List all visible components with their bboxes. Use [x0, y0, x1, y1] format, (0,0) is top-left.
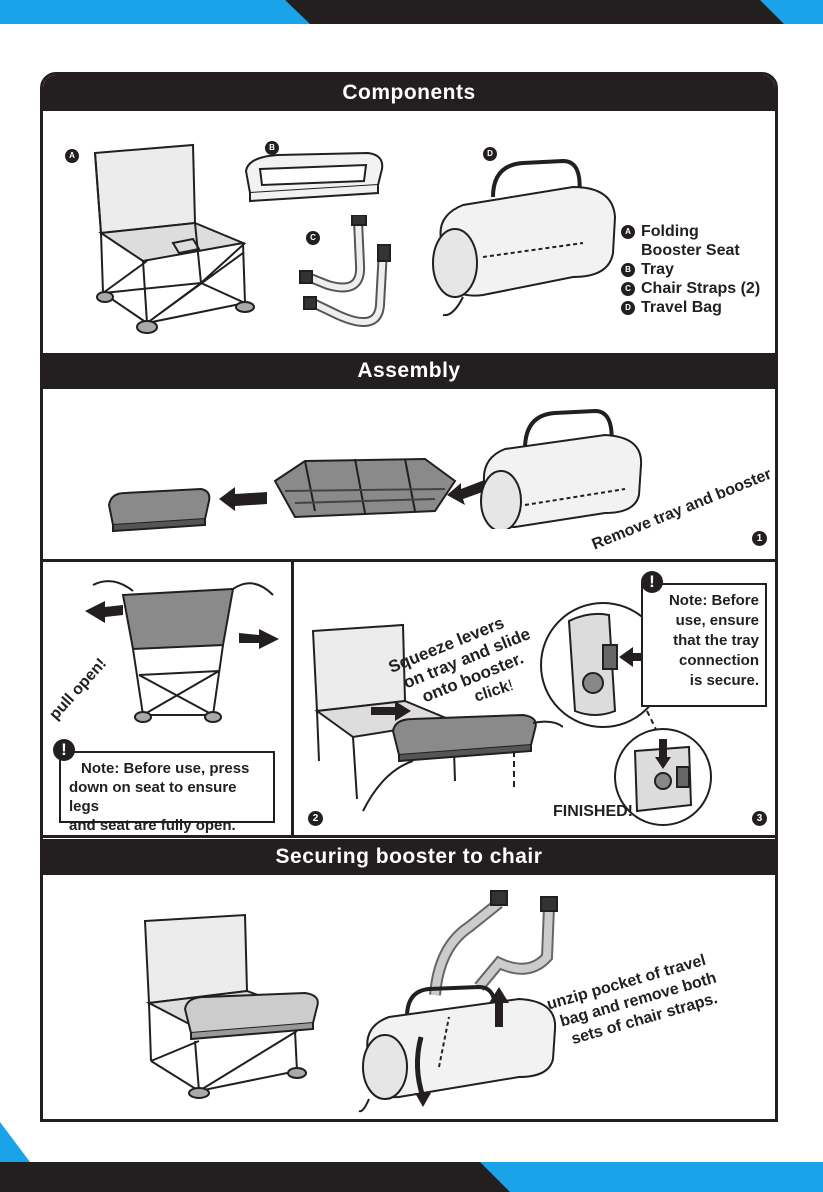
note-tray-line-2: use, ensure: [675, 612, 759, 629]
arrow-up-icon: [489, 987, 509, 1027]
instruction-frame: Components A B C D: [40, 72, 778, 1122]
warning-icon: !: [641, 571, 663, 593]
legend-text-c: Chair Straps (2): [641, 280, 761, 297]
top-banner-shape: [0, 0, 823, 24]
finished-text: FINISHED!: [553, 803, 633, 820]
dashed-guide: [513, 751, 515, 791]
travel-bag-illustration: [432, 158, 617, 317]
label-c: C: [306, 231, 320, 245]
tray-connection-detail: [540, 602, 712, 826]
legend-badge-a: A: [621, 225, 635, 239]
chair-straps-illustration: [299, 215, 391, 328]
securing-header: Securing booster to chair: [43, 839, 775, 875]
note-tray-label: Note: [668, 592, 703, 609]
legend-item-a: A Folding: [621, 222, 760, 241]
arrow-down-icon: [415, 1036, 426, 1098]
arrow-left-icon: [85, 601, 123, 623]
legend-item-d: D Travel Bag: [621, 298, 760, 317]
folded-booster-illustration: [273, 457, 457, 519]
note-tray-line-1: Note: Before: [649, 591, 759, 611]
legend-text-d: Travel Bag: [641, 299, 722, 316]
assembly-header: Assembly: [43, 353, 775, 389]
note-legs-line-2: down on seat to ensure legs: [69, 779, 237, 815]
tray-step1-illustration: [107, 487, 211, 533]
arrow-down-head: [415, 1093, 431, 1107]
note-tray-line-1-text: : Before: [702, 592, 759, 609]
note-tray-line-3: that the tray: [673, 632, 759, 649]
note-tray-line-4: connection: [678, 652, 759, 669]
label-b: B: [265, 141, 279, 155]
components-header: Components: [43, 75, 775, 111]
arrow-left-icon: [447, 479, 491, 505]
legend-text-b: Tray: [641, 261, 674, 278]
legend-badge-c: C: [621, 282, 635, 296]
arrow-right-icon: [239, 629, 279, 649]
step2-number: 2: [308, 811, 323, 826]
note-legs-box: Note: Before use, press down on seat to …: [59, 751, 275, 834]
legend-badge-b: B: [621, 263, 635, 277]
booster-seat-illustration: [93, 143, 255, 334]
note-legs-line-1: Note: Before use, press: [81, 760, 250, 777]
assembly-divider-top: [43, 559, 775, 562]
legend-item-b: B Tray: [621, 260, 760, 279]
legend-text-a2: Booster Seat: [641, 242, 740, 259]
note-tray-line-5: is secure.: [689, 672, 759, 689]
top-banner: [0, 0, 823, 24]
legend-badge-d: D: [621, 301, 635, 315]
note-tray-box: Note: Before use, ensure that the tray c…: [641, 583, 767, 707]
label-d: D: [483, 147, 497, 161]
warning-icon: !: [53, 739, 75, 761]
bag-straps-illustration: [358, 890, 558, 1113]
tray-illustration: [244, 151, 384, 203]
pull-open-illustration: [85, 580, 279, 723]
booster-with-tray-illustration: [143, 913, 319, 1099]
legend-item-c: C Chair Straps (2): [621, 279, 760, 298]
components-legend: A Folding Booster Seat B Tray C Chair St…: [621, 222, 760, 317]
step3-number: 3: [752, 811, 767, 826]
arrow-right-icon: [371, 701, 411, 721]
arrow-left-icon: [219, 487, 267, 511]
step1-number: 1: [752, 531, 767, 546]
label-a: A: [65, 149, 79, 163]
note-legs-line-3: and seat are fully open.: [69, 817, 236, 834]
legend-text-a: Folding: [641, 223, 699, 240]
travel-bag-open-illustration: [480, 409, 643, 529]
assembly-divider-bottom: [43, 835, 775, 838]
bottom-banner: [0, 1122, 823, 1192]
assembly-divider-vertical: [291, 559, 294, 837]
tray-attach-illustration: [311, 623, 563, 812]
